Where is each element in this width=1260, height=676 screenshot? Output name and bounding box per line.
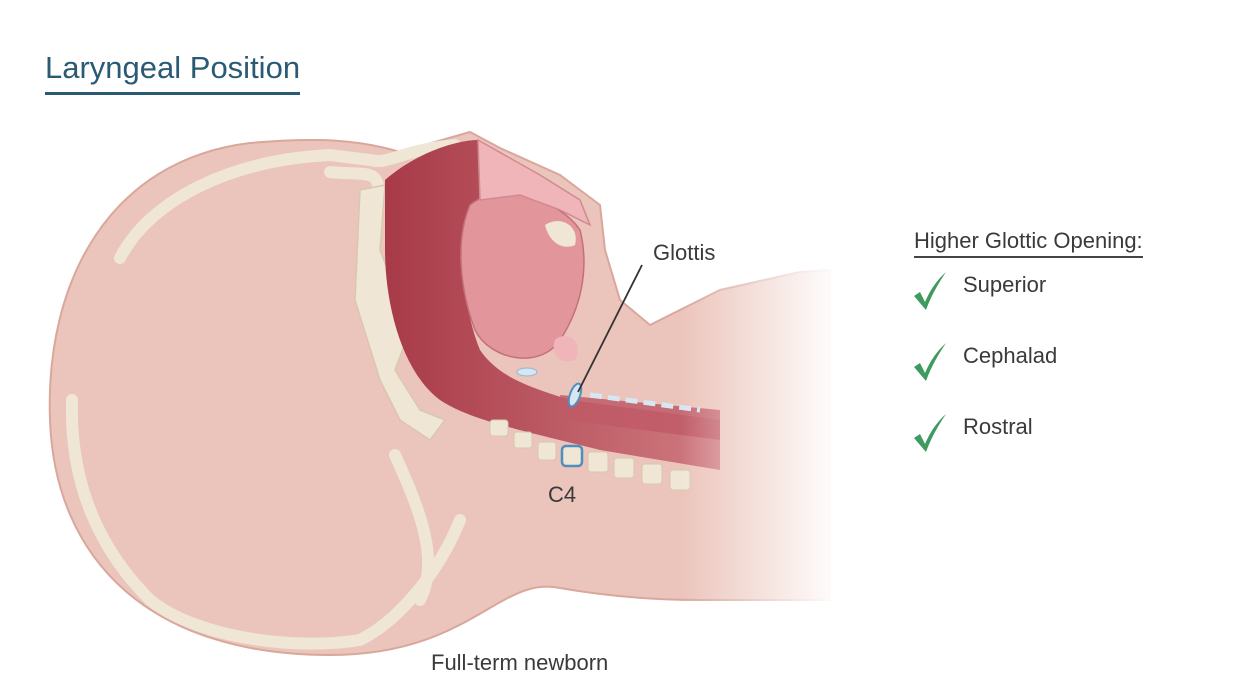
page-title: Laryngeal Position bbox=[45, 50, 301, 95]
item-label: Superior bbox=[963, 272, 1047, 297]
palate bbox=[477, 138, 592, 227]
list-item: Superior bbox=[914, 258, 1143, 329]
check-icon bbox=[914, 343, 946, 381]
list-item: Rostral bbox=[914, 400, 1143, 471]
glottis-marker bbox=[567, 382, 583, 408]
check-icon bbox=[914, 272, 946, 310]
panel-heading: Higher Glottic Opening: bbox=[914, 228, 1143, 258]
c4-vertebra bbox=[560, 444, 584, 468]
caption: Full-term newborn bbox=[431, 650, 609, 675]
hyoid bbox=[516, 367, 538, 377]
cervical-vertebrae bbox=[489, 419, 691, 491]
list-item: Cephalad bbox=[914, 329, 1143, 400]
mandible-bone bbox=[545, 221, 576, 247]
check-icon bbox=[914, 414, 946, 452]
glottic-opening-panel: Higher Glottic Opening: Superior Cephala… bbox=[914, 228, 1143, 471]
item-label: Cephalad bbox=[963, 343, 1058, 368]
glottis-label: Glottis bbox=[653, 240, 716, 265]
item-label: Rostral bbox=[963, 414, 1033, 439]
c4-label: C4 bbox=[548, 482, 577, 507]
glottis-leader-line bbox=[577, 264, 643, 393]
epiglottis bbox=[553, 336, 578, 362]
skull-bone bbox=[65, 139, 466, 650]
